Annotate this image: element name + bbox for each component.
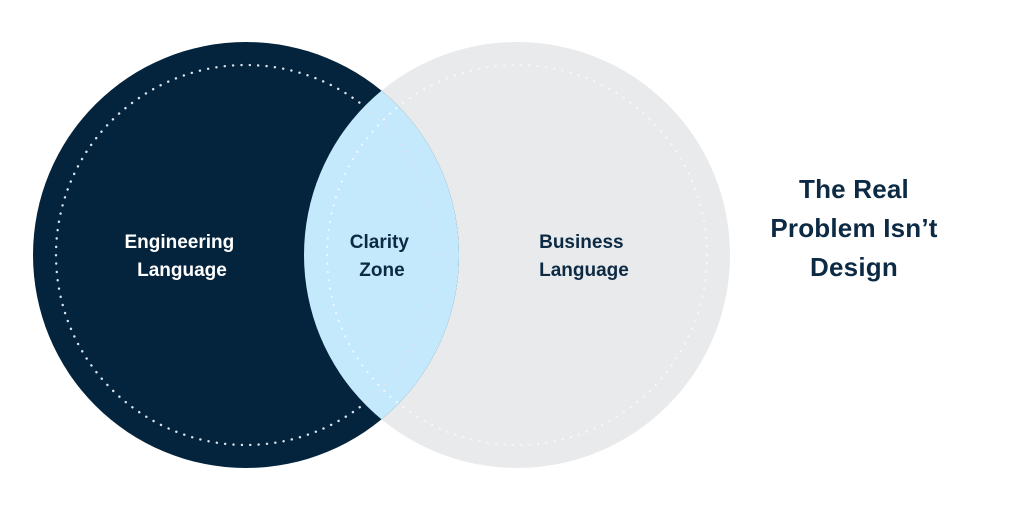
label-line: Language	[539, 260, 629, 281]
slide-title: The Real Problem Isn’t Design	[744, 170, 964, 287]
engineering-dotted-ring	[54, 63, 438, 447]
title-line: Problem Isn’t	[770, 213, 938, 243]
label-line: Engineering	[124, 232, 234, 253]
label-line: Language	[137, 260, 227, 281]
clarity-zone-intersection	[304, 42, 459, 468]
business-language-label: Business Language	[539, 232, 629, 281]
label-line: Zone	[359, 260, 404, 281]
title-line: The Real	[799, 174, 909, 204]
title-line: Design	[810, 252, 898, 282]
clarity-zone-label: Clarity Zone	[350, 232, 414, 281]
engineering-language-label: Engineering Language	[124, 232, 239, 281]
intersection-dotted-ring	[325, 63, 459, 447]
label-line: Clarity	[350, 232, 410, 253]
label-line: Business	[539, 232, 623, 253]
